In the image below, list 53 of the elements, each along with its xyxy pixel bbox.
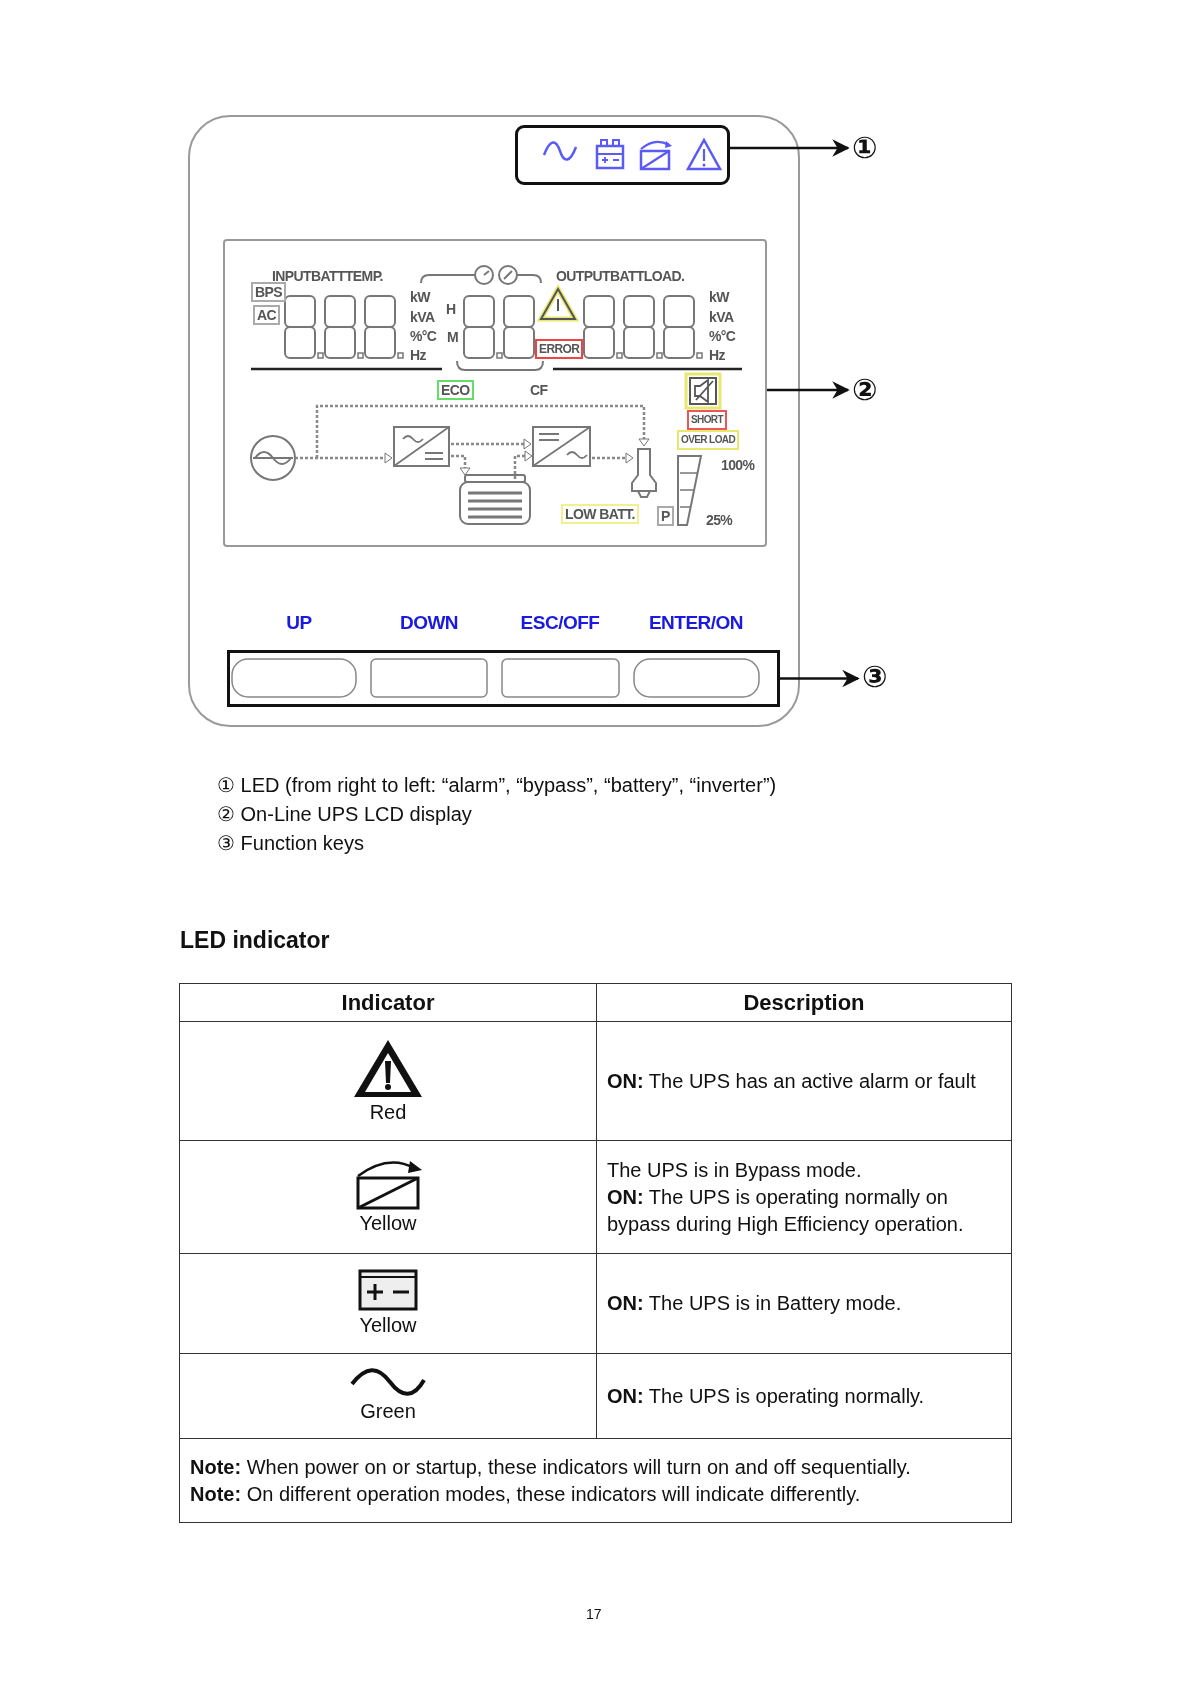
indicator-color-text: Green — [359, 1398, 417, 1424]
callout-number: ③ — [862, 660, 888, 694]
lcd-label: ERROR — [535, 339, 584, 359]
lcd-label: OVER LOAD — [677, 430, 740, 450]
note-text: Note: When power on or startup, these indicators will turn on and off sequentially. — [190, 1454, 912, 1480]
column-header: Indicator — [340, 989, 436, 1016]
lcd-label: 25% — [706, 512, 733, 528]
key-label: ENTER/ON — [648, 612, 744, 634]
key-label: UP — [286, 612, 312, 634]
lcd-label: kVA — [410, 309, 435, 325]
description-text: The UPS is in Bypass mode. — [607, 1157, 863, 1183]
lcd-label: CF — [530, 382, 548, 398]
key-label: DOWN — [399, 612, 459, 634]
lcd-label: SHORT — [687, 410, 727, 430]
lcd-label: BPS — [251, 282, 286, 302]
lcd-label: P — [657, 506, 674, 526]
lcd-label: ECO — [437, 380, 474, 400]
lcd-label: M — [447, 329, 459, 345]
lcd-label: %°C — [410, 328, 437, 344]
legend-text: ③ Function keys — [217, 831, 364, 856]
lcd-label: kVA — [709, 309, 734, 325]
lcd-label: kW — [709, 289, 729, 305]
lcd-label: Hz — [410, 347, 426, 363]
lcd-label: OUTPUTBATTLOAD. — [556, 268, 685, 284]
lcd-label: kW — [410, 289, 430, 305]
lcd-label: INPUTBATTTEMP. — [272, 268, 383, 284]
arrow — [780, 669, 860, 688]
arrow — [730, 139, 850, 157]
description-text: ON: The UPS is operating normally on bypass during High Efficiency operation. — [607, 1184, 965, 1237]
lcd-label: 100% — [721, 457, 755, 473]
column-header: Description — [742, 989, 866, 1016]
description-text: ON: The UPS is operating normally. — [607, 1383, 926, 1409]
lcd-label: AC — [253, 305, 281, 325]
key-label: ESC/OFF — [520, 612, 600, 634]
indicator-color-text: Yellow — [358, 1313, 418, 1338]
legend-text: ① LED (from right to left: “alarm”, “bypass”, “battery”, “inverter”) — [217, 773, 777, 798]
led-panel — [515, 125, 730, 185]
callout-number: ② — [852, 373, 878, 407]
description-text: ON: The UPS is in Battery mode. — [607, 1291, 903, 1316]
section-heading: LED indicator — [180, 927, 330, 954]
note-text: Note: On different operation modes, these indicators will indicate differently. — [190, 1481, 862, 1507]
control-panel — [188, 115, 800, 727]
indicator-color-text: Red — [368, 1099, 408, 1125]
lcd-label: H — [446, 301, 456, 317]
legend-text: ② On-Line UPS LCD display — [217, 802, 472, 827]
lcd-label: Hz — [709, 347, 725, 363]
lcd-label: LOW BATT. — [561, 504, 639, 524]
description-text: ON: The UPS has an active alarm or fault — [607, 1068, 977, 1094]
callout-number: ① — [852, 131, 878, 165]
lcd-label: %°C — [709, 328, 736, 344]
arrow — [767, 381, 850, 399]
indicator-color-text: Yellow — [358, 1210, 418, 1236]
page-number: 17 — [586, 1606, 602, 1622]
